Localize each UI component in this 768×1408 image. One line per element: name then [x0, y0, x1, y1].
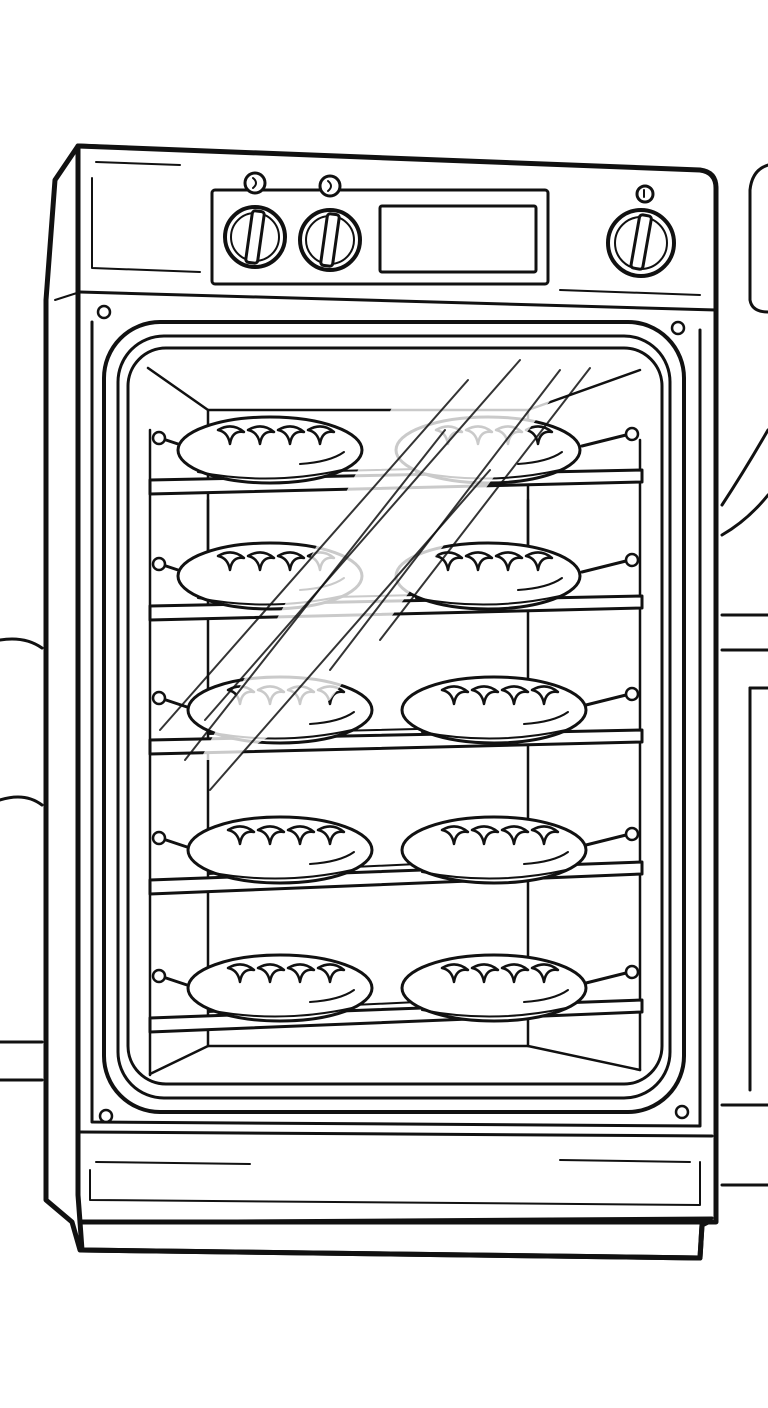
screw-icon — [670, 320, 686, 336]
glass-glare — [159, 359, 591, 791]
control-panel — [91, 161, 701, 296]
bread-loaf — [186, 815, 374, 885]
indicator-lights — [243, 171, 655, 204]
background-lines — [0, 163, 768, 1187]
knob-middle[interactable] — [298, 208, 362, 272]
knob-right[interactable] — [606, 208, 676, 278]
bread-loaf — [400, 815, 588, 885]
display-screen — [378, 204, 538, 274]
bread-loaf — [176, 415, 364, 485]
screw-icon — [674, 1104, 690, 1120]
knob-left[interactable] — [223, 205, 287, 269]
bread-loaf — [400, 675, 588, 745]
screw-icon — [96, 304, 112, 320]
oven-rack[interactable] — [148, 541, 644, 622]
oven-rack[interactable] — [148, 953, 644, 1034]
oven-rack[interactable] — [148, 815, 644, 896]
bread-loaf — [400, 953, 588, 1023]
screw-icon — [98, 1108, 114, 1124]
bread-loaf — [186, 953, 374, 1023]
